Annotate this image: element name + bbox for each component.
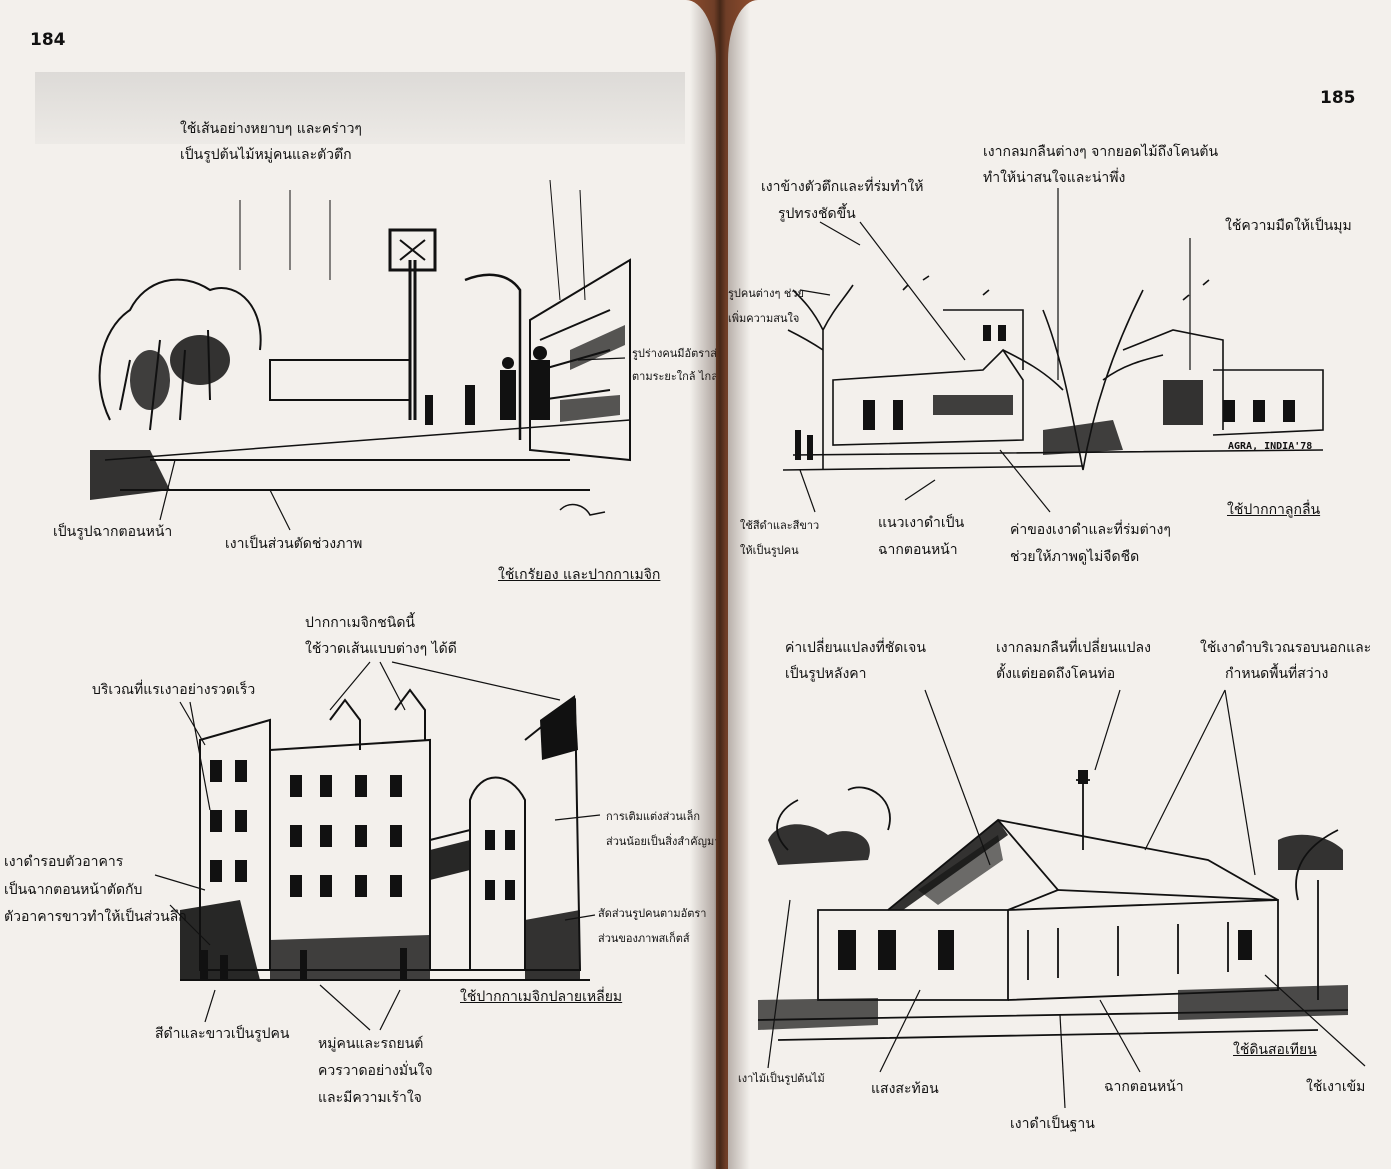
note-blended-shadow-line2: ทำให้น่าสนใจและน่าพึ่ง	[983, 170, 1126, 186]
note-shadow-line-line2: ฉากตอนหน้า	[878, 542, 958, 558]
note-roof-change-line2: เป็นรูปหลังคา	[785, 666, 867, 682]
right-page: 185 เงากลมกลืนต่างๆ จากยอดไม้ถึงโคนต้น ท…	[728, 0, 1391, 1169]
street-sketch-illustration	[90, 179, 631, 516]
left-page: 184 ใช้เส้นอย่างหยาบๆ และคร่าวๆ เป็นรูปต…	[0, 0, 716, 1169]
sketch1-caption-right: ใช้ปากกาลูกลื่น	[1227, 502, 1321, 518]
note-shadow-values-line2: ช่วยให้ภาพดูไม่จืดชืด	[1010, 549, 1140, 565]
note-building-shadow-line1: เงาดำรอบตัวอาคาร	[4, 854, 124, 870]
sketch1-caption: ใช้เกรัยอง และปากกาเมจิก	[498, 567, 661, 583]
note-bw-figures-line1: ใช้สีดำและสีขาว	[740, 519, 820, 532]
note-crowd-cars-line2: ควรวาดอย่างมั่นใจ	[318, 1063, 433, 1079]
note-changing-shadow-line1: เงากลมกลืนที่เปลี่ยนแปลง	[996, 640, 1151, 656]
house-sketch-illustration	[758, 770, 1348, 1041]
note-bw-figures-line2: ให้เป็นรูปคน	[740, 544, 799, 557]
note-shadow-line-line1: แนวเงาดำเป็น	[878, 515, 965, 531]
sketch1-title-line1: ใช้เส้นอย่างหยาบๆ และคร่าวๆ	[180, 121, 362, 137]
building-sketch-illustration	[180, 688, 590, 981]
note-fast-shading: บริเวณที่แรเงาอย่างรวดเร็ว	[92, 682, 256, 698]
note-blended-shadow-line1: เงากลมกลืนต่างๆ จากยอดไม้ถึงโคนต้น	[983, 144, 1219, 160]
note-crowd-cars-line1: หมู่คนและรถยนต์	[318, 1036, 424, 1052]
show-through-banner	[35, 72, 685, 144]
note-small-details-line2: ส่วนน้อยเป็นสิ่งสำคัญมาก	[606, 835, 716, 848]
note-side-shadow-line1: เงาข้างตัวตึกและที่ร่มทำให้	[761, 179, 924, 195]
note-shadow-base: เงาดำเป็นฐาน	[1010, 1116, 1095, 1132]
note-small-details-line1: การเติมแต่งส่วนเล็ก	[606, 810, 701, 823]
note-tree-shadow: เงาไม้เป็นรูปต้นไม้	[738, 1072, 825, 1085]
note-shadow-values-line1: ค่าของเงาดำและที่ร่มต่างๆ	[1010, 522, 1171, 538]
agra-sketch-illustration	[783, 275, 1324, 471]
book-gutter	[690, 0, 750, 1169]
note-pen-type-line2: ใช้วาดเส้นแบบต่างๆ ได้ดี	[305, 641, 457, 657]
sketch2-caption-right: ใช้ดินสอเทียน	[1233, 1042, 1317, 1058]
note-roof-change-line1: ค่าเปลี่ยนแปลงที่ชัดเจน	[785, 640, 926, 656]
note-pen-type-line1: ปากกาเมจิกชนิดนี้	[305, 615, 415, 631]
note-changing-shadow-line2: ตั้งแต่ยอดถึงโคนท่อ	[996, 666, 1116, 682]
note-outer-shadow-line2: กำหนดพื้นที่สว่าง	[1225, 666, 1329, 682]
note-figure-scale-line1: สัดส่วนรูปคนตามอัตรา	[598, 907, 707, 920]
page-number-left: 184	[30, 30, 66, 50]
sketch2-caption: ใช้ปากกาเมจิกปลายเหลี่ยม	[460, 989, 623, 1005]
note-building-shadow-line3: ตัวอาคารขาวทำให้เป็นส่วนลึก	[4, 909, 187, 925]
note-reflected-light: แสงสะท้อน	[871, 1081, 939, 1097]
page-number-right: 185	[1320, 88, 1356, 108]
note-dark-shadow: ใช้เงาเข้ม	[1306, 1079, 1366, 1095]
note-black-white-people: สีดำและขาวเป็นรูปคน	[155, 1026, 290, 1042]
note-foreground-right: ฉากตอนหน้า	[1104, 1079, 1184, 1095]
note-figure-scale-line2: ส่วนของภาพสเก็ตส์	[598, 932, 690, 945]
note-building-shadow-line2: เป็นฉากตอนหน้าตัดกับ	[4, 882, 143, 898]
sketch1-title-line2: เป็นรูปต้นไม้หมู่คนและตัวตึก	[180, 147, 352, 163]
note-shadow-cut: เงาเป็นส่วนตัดช่วงภาพ	[225, 536, 363, 552]
sketch-signature: AGRA, INDIA'78	[1228, 441, 1313, 452]
note-outer-shadow-line1: ใช้เงาดำบริเวณรอบนอกและ	[1200, 640, 1372, 656]
note-crowd-cars-line3: และมีความเร้าใจ	[318, 1090, 422, 1106]
note-foreground-scene: เป็นรูปฉากตอนหน้า	[53, 524, 173, 540]
note-dark-corner: ใช้ความมืดให้เป็นมุม	[1225, 218, 1352, 234]
note-side-shadow-line2: รูปทรงชัดขึ้น	[778, 206, 856, 222]
